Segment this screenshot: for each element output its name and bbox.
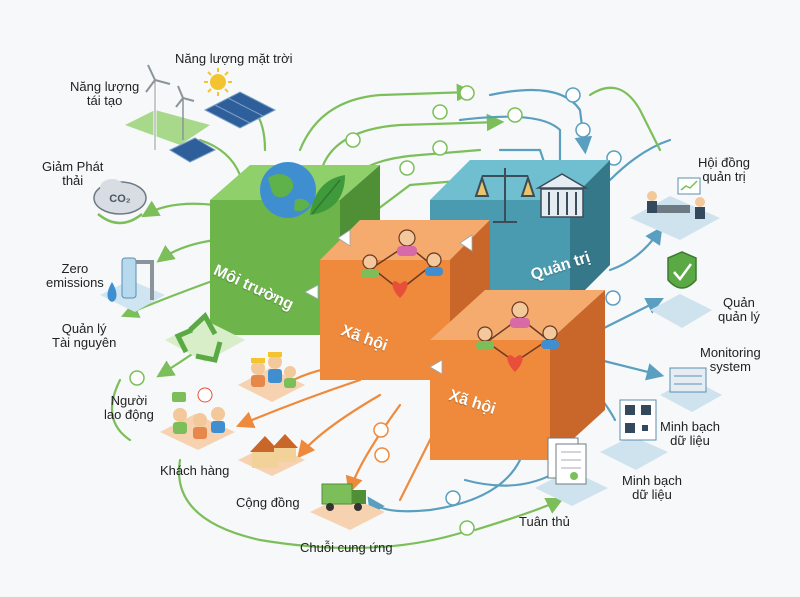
flow-green-left-2 bbox=[156, 238, 217, 263]
flow-blue-right-5 bbox=[608, 226, 663, 272]
label-resource-line1: Quản lý bbox=[61, 321, 107, 336]
label-reduce-emissions-line2: thải bbox=[62, 173, 84, 188]
label-zero-emissions: Zero emissions bbox=[46, 262, 104, 290]
flow-orange-4 bbox=[345, 403, 402, 495]
label-reduce-emissions-line1: Giảm Phát bbox=[42, 159, 104, 174]
label-renewable-line2: tái tạo bbox=[86, 93, 123, 108]
label-data-transparency-1-line1: Minh bạch bbox=[660, 419, 720, 434]
flow-bottom-green-1 bbox=[177, 458, 472, 550]
label-resource-management: Quản lý Tài nguyên bbox=[52, 322, 116, 350]
supply-truck-icon bbox=[310, 483, 385, 530]
label-zero-line1: Zero bbox=[61, 261, 89, 276]
flow-blue-top-2 bbox=[458, 115, 562, 172]
flow-badges bbox=[129, 85, 622, 536]
label-workers-line1: Người bbox=[110, 393, 148, 408]
flow-bottom-green-2 bbox=[473, 498, 564, 532]
label-monitoring-line1: Monitoring bbox=[700, 345, 761, 360]
label-board-line2: quản trị bbox=[702, 169, 746, 184]
label-management-line1: Quản bbox=[723, 295, 755, 310]
label-solar-energy: Năng lượng mặt trời bbox=[175, 51, 293, 66]
label-monitoring-line2: system bbox=[709, 359, 751, 374]
label-management-line2: quản lý bbox=[718, 309, 760, 324]
inter-cube-arrows bbox=[304, 229, 473, 375]
water-pipes-icon bbox=[100, 257, 165, 312]
leaf-icon bbox=[310, 175, 345, 215]
label-renewable-energy: Năng lượng tái tạo bbox=[70, 80, 139, 108]
flow-orange-3 bbox=[297, 393, 382, 459]
social-cube-front bbox=[430, 290, 605, 460]
flow-blue-right-1 bbox=[598, 298, 664, 332]
flow-blue-right-2 bbox=[598, 358, 665, 381]
flow-green-left-4 bbox=[120, 278, 217, 318]
label-community: Cộng đồng bbox=[236, 495, 300, 510]
label-data-transparency-2: Minh bạch dữ liệu bbox=[622, 474, 682, 502]
label-resource-line2: Tài nguyên bbox=[52, 335, 117, 350]
flow-bottom-blue bbox=[367, 458, 522, 516]
solar-panels-icon bbox=[168, 91, 277, 163]
label-renewable-line1: Năng lượng bbox=[70, 79, 140, 94]
flow-orange-2 bbox=[235, 378, 362, 429]
earth-icon bbox=[260, 162, 316, 218]
label-compliance: Tuân thủ bbox=[519, 514, 570, 529]
label-management: Quản quản lý bbox=[718, 296, 760, 324]
flow-green-top-1 bbox=[298, 83, 475, 152]
recycle-icon bbox=[165, 311, 245, 363]
label-data-transparency-1: Minh bạch dữ liệu bbox=[660, 420, 720, 448]
label-workers-line2: lao động bbox=[104, 407, 154, 422]
qr-data-icon bbox=[600, 399, 668, 470]
co2-text: CO₂ bbox=[109, 193, 131, 205]
scales-icon bbox=[474, 168, 536, 223]
label-board-line1: Hội đồng bbox=[698, 155, 751, 170]
label-data-transparency-1-line2: dữ liệu bbox=[670, 433, 710, 448]
community-houses-icon bbox=[238, 434, 305, 476]
flow-blue-top-1 bbox=[488, 88, 593, 155]
label-workers: Người lao động bbox=[104, 394, 154, 422]
flow-left-green-loop bbox=[110, 378, 132, 442]
workers-icon bbox=[238, 352, 305, 402]
sun-icon bbox=[204, 68, 232, 96]
flow-green-left-3 bbox=[198, 138, 242, 177]
customers-icon bbox=[160, 387, 235, 450]
people-network-icon-back bbox=[361, 229, 443, 298]
label-data-transparency-2-line2: dữ liệu bbox=[632, 487, 672, 502]
label-data-transparency-2-line1: Minh bạch bbox=[622, 473, 682, 488]
label-monitoring-system: Monitoring system bbox=[700, 346, 761, 374]
label-zero-line2: emissions bbox=[46, 275, 104, 290]
board-meeting-icon bbox=[630, 177, 720, 240]
shield-icon bbox=[650, 251, 712, 328]
people-network-icon-front bbox=[476, 301, 559, 372]
label-board: Hội đồng quản trị bbox=[698, 156, 750, 184]
label-customers: Khách hàng bbox=[160, 463, 230, 478]
label-reduce-emissions: Giảm Phát thải bbox=[42, 160, 103, 188]
co2-cloud-icon: CO₂ bbox=[93, 179, 147, 225]
monitoring-server-icon bbox=[660, 367, 722, 412]
label-supply-chain: Chuỗi cung ứng bbox=[300, 540, 393, 555]
flow-blue-top-4 bbox=[608, 138, 672, 182]
flow-blue-top-5 bbox=[588, 86, 662, 152]
flow-green-left-1 bbox=[141, 200, 217, 218]
wind-turbines-icon bbox=[125, 64, 210, 150]
courthouse-icon bbox=[535, 173, 589, 218]
compliance-documents-icon bbox=[535, 437, 608, 506]
